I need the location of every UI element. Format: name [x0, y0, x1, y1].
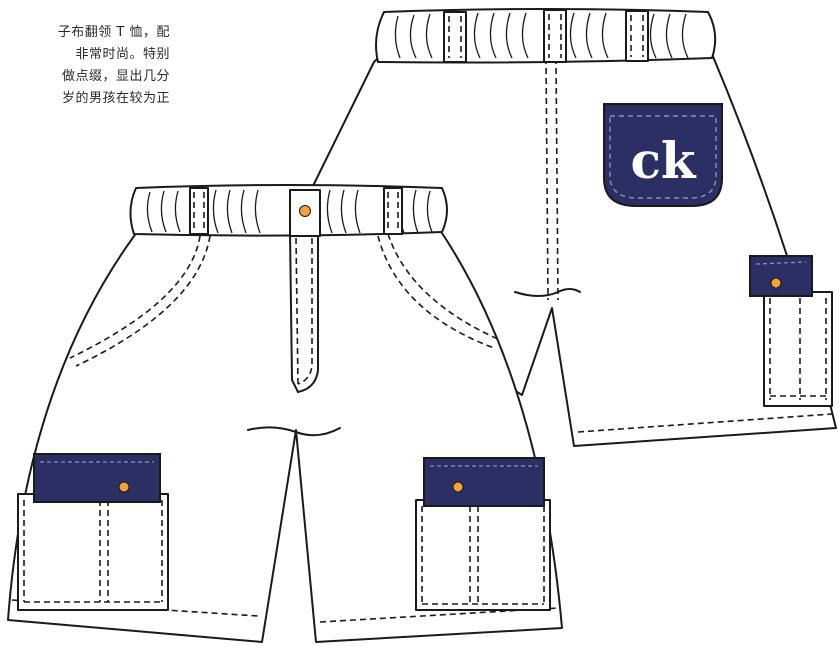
front-waistband — [129, 184, 448, 237]
front-crotch-mark — [247, 426, 341, 437]
front-belt-loop-left — [189, 187, 209, 235]
caption-line-1: 子布翻领 T 恤，配 — [57, 25, 170, 40]
back-crotch-mark — [514, 288, 581, 297]
front-left-cargo-pocket — [17, 493, 169, 611]
caption-line-4: 岁的男孩在较为正 — [61, 91, 170, 106]
front-right-cargo-flap — [423, 457, 545, 507]
back-loop-stitches — [448, 14, 644, 58]
back-center-seam — [545, 57, 549, 301]
ck-logo: ck — [630, 131, 696, 190]
back-belt-loop-right — [625, 10, 649, 62]
front-view-shorts — [7, 184, 563, 643]
front-left-pocket-opening-2 — [75, 235, 211, 367]
back-belt-loop-left — [443, 11, 467, 63]
caption-line-3: 做点缀，显出几分 — [61, 69, 170, 84]
front-fly-curve — [297, 231, 319, 393]
back-hem-stitch — [577, 413, 833, 433]
back-waistband-gathers — [394, 12, 689, 59]
front-fly-stitch-1 — [295, 237, 299, 387]
front-left-cargo-flap — [33, 453, 161, 503]
front-fly-left — [289, 231, 299, 393]
front-waist-button — [299, 205, 311, 217]
back-flap-stitch — [755, 261, 807, 265]
caption-text: 子布翻领 T 恤，配 非常时尚。特别 做点缀，显出几分 岁的男孩在较为正 — [0, 22, 170, 110]
front-left-cargo-stitch — [23, 500, 163, 603]
front-left-pocket-opening — [69, 235, 201, 359]
back-flap-button — [770, 277, 782, 289]
front-left-flap-button — [118, 481, 130, 493]
back-cargo-flap — [749, 255, 813, 297]
back-view-shorts: ck — [311, 8, 837, 447]
back-pocket — [603, 103, 723, 207]
back-cargo-pocket — [763, 291, 833, 407]
front-right-pocket-opening — [387, 233, 501, 341]
front-right-flap-button — [452, 481, 464, 493]
back-center-seam-2 — [555, 57, 559, 301]
front-belt-loop-right — [383, 187, 403, 235]
caption-line-2: 非常时尚。特别 — [75, 47, 170, 62]
front-right-cargo-pocket — [415, 499, 551, 611]
back-cargo-stitch — [769, 298, 827, 400]
front-right-pocket-opening-2 — [377, 235, 495, 349]
back-belt-loop-center — [543, 9, 567, 63]
